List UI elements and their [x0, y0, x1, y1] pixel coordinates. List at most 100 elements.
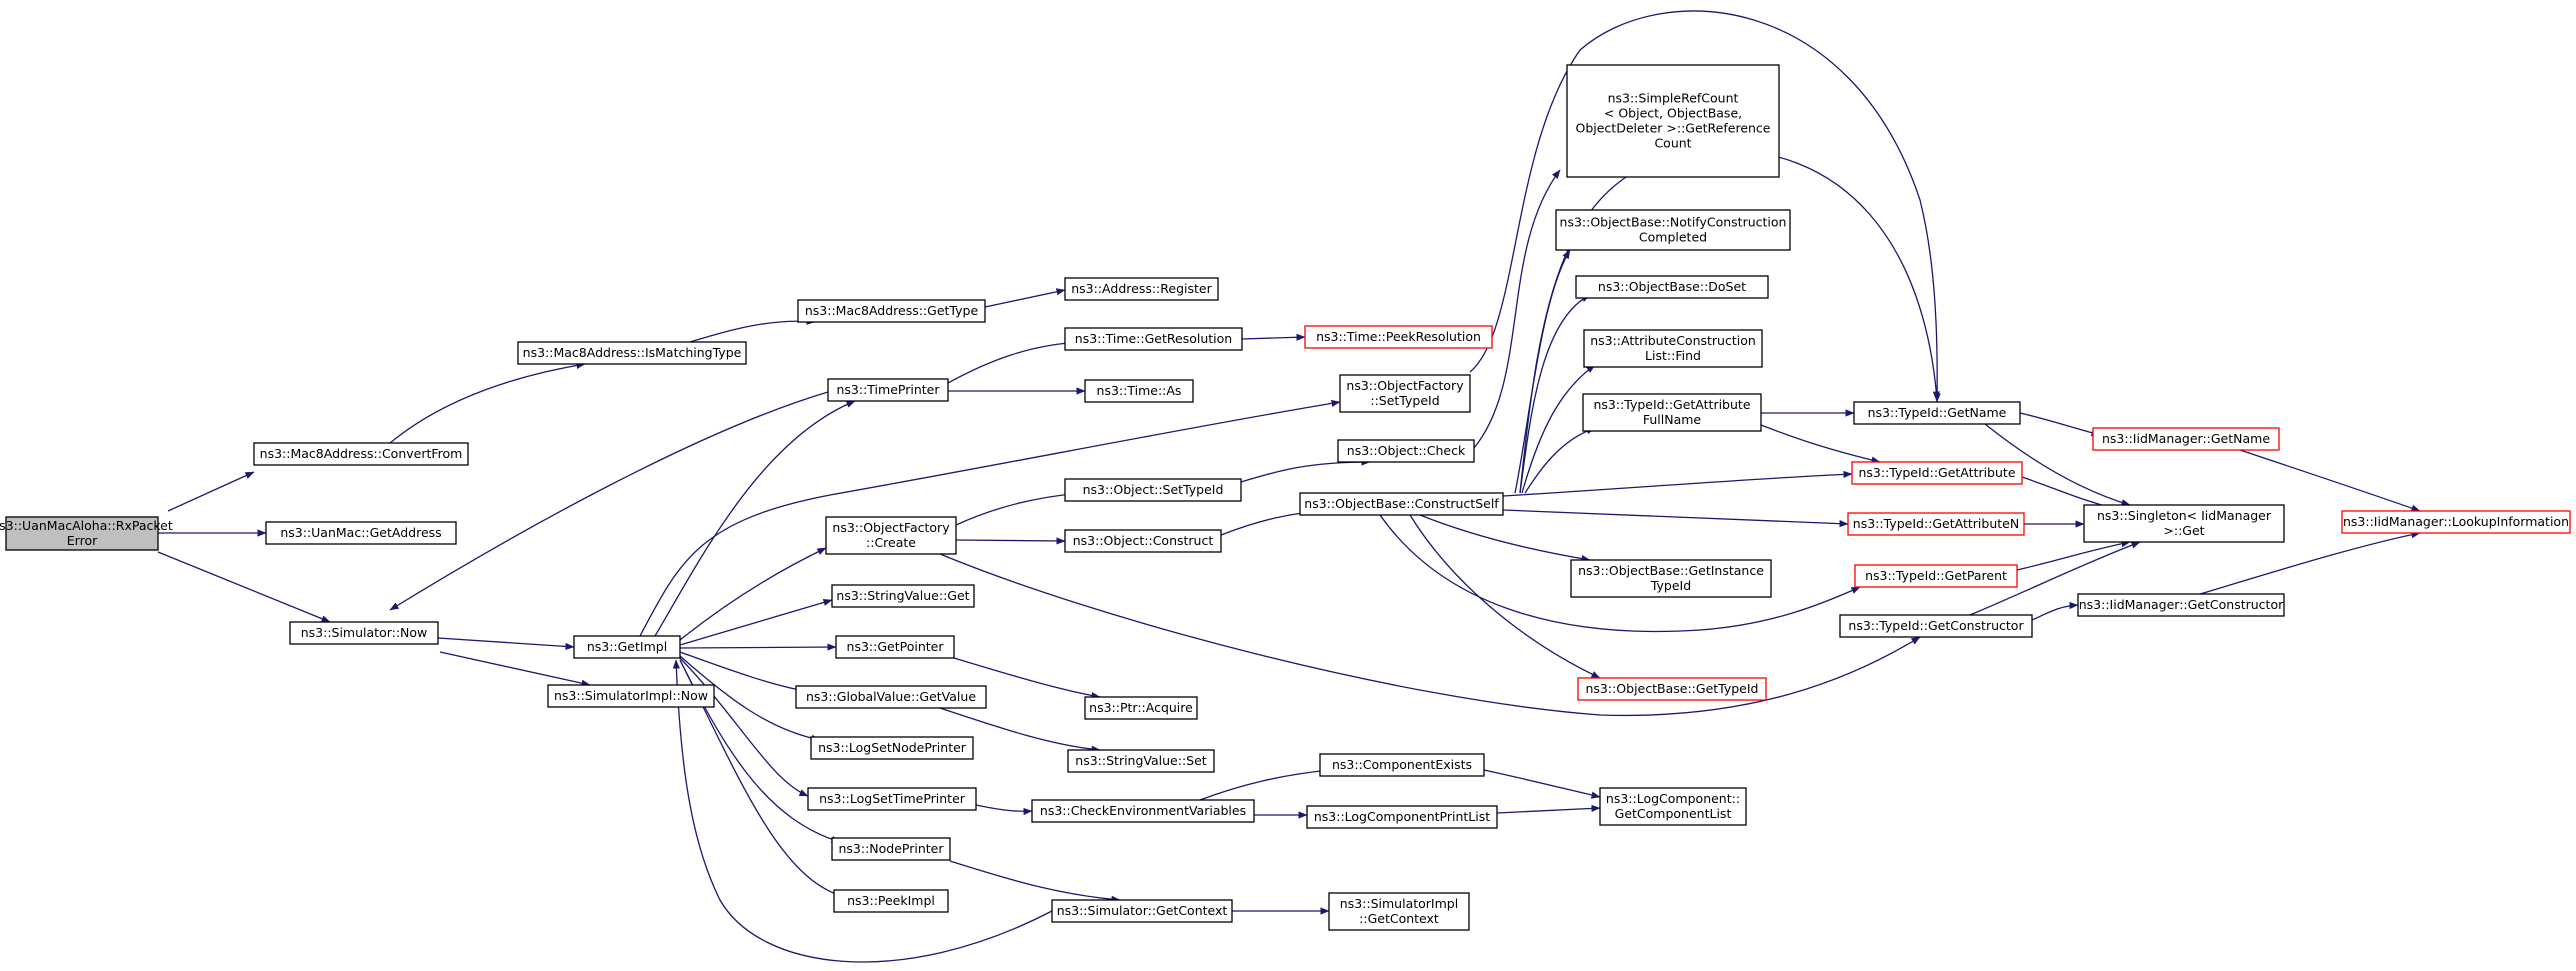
node-timeas[interactable]: ns3::Time::As — [1084, 379, 1194, 403]
node-lognodeprinter[interactable]: ns3::LogSetNodePrinter — [810, 736, 974, 760]
node-typeidgetconstructor[interactable]: ns3::TypeId::GetConstructor — [1839, 614, 2033, 638]
edge-getattrfullname-to-typeidgetattr — [1760, 424, 1881, 464]
node-label-line: ::SetTypeId — [1370, 393, 1439, 408]
node-constructself[interactable]: ns3::ObjectBase::ConstructSelf — [1299, 492, 1504, 516]
node-obgettypeid[interactable]: ns3::ObjectBase::GetTypeId — [1577, 677, 1767, 701]
edge-getpointer-to-ptracquire — [953, 657, 1101, 700]
node-iidgetconstructor[interactable]: ns3::IidManager::GetConstructor — [2077, 593, 2285, 617]
node-stringvalueset[interactable]: ns3::StringValue::Set — [1067, 749, 1215, 773]
node-simplerefcount[interactable]: ns3::SimpleRefCount< Object, ObjectBase,… — [1566, 64, 1780, 178]
node-peekimpl[interactable]: ns3::PeekImpl — [833, 889, 949, 913]
node-box — [831, 584, 975, 608]
node-box — [1031, 799, 1255, 823]
node-typeidgetname[interactable]: ns3::TypeId::GetName — [1853, 401, 2021, 425]
node-box — [1337, 439, 1475, 463]
edge-ismatching-to-mac8gettype — [689, 317, 816, 343]
node-globalvalue[interactable]: ns3::GlobalValue::GetValue — [795, 685, 987, 709]
node-label-line: ns3::Object::Construct — [1073, 533, 1214, 548]
node-simimplgetcontext[interactable]: ns3::SimulatorImpl::GetContext — [1328, 892, 1470, 931]
node-singletonget[interactable]: ns3::Singleton< IidManager>::Get — [2083, 504, 2285, 543]
node-label-line: Completed — [1639, 230, 1707, 245]
node-peekresolution[interactable]: ns3::Time::PeekResolution — [1304, 325, 1493, 349]
node-label-line: ns3::ObjectBase::GetInstance — [1578, 563, 1764, 578]
node-objsettypeid[interactable]: ns3::Object::SetTypeId — [1064, 478, 1242, 502]
node-label-line: ::Create — [866, 535, 916, 550]
node-typeidgetattr[interactable]: ns3::TypeId::GetAttribute — [1851, 461, 2023, 485]
node-stringvalueget[interactable]: ns3::StringValue::Get — [831, 584, 975, 608]
node-label-line: ns3::LogComponentPrintList — [1314, 809, 1490, 824]
node-box — [1064, 277, 1219, 301]
node-getimpl[interactable]: ns3::GetImpl — [573, 635, 681, 659]
edge-getimpl-to-logtimeprinter — [679, 657, 809, 797]
node-box — [517, 341, 747, 365]
node-label-line: ns3::Time::GetResolution — [1075, 331, 1232, 346]
node-box — [1339, 374, 1471, 413]
node-simimplnow[interactable]: ns3::SimulatorImpl::Now — [547, 684, 715, 708]
node-ismatching[interactable]: ns3::Mac8Address::IsMatchingType — [517, 341, 747, 365]
edge-ofcreate-to-typeidgetconstructor — [939, 553, 1921, 717]
node-ptracquire[interactable]: ns3::Ptr::Acquire — [1084, 696, 1198, 720]
node-box — [1304, 325, 1493, 349]
node-ofcreate[interactable]: ns3::ObjectFactory::Create — [825, 516, 957, 555]
node-logtimeprinter[interactable]: ns3::LogSetTimePrinter — [807, 787, 977, 811]
node-box — [1319, 753, 1485, 777]
node-box — [1570, 559, 1772, 598]
node-label-line: ns3::ObjectFactory — [832, 520, 950, 535]
edge-constructself-to-getinstancetypeid — [1419, 514, 1591, 563]
node-objcheck[interactable]: ns3::Object::Check — [1337, 439, 1475, 463]
node-box — [827, 378, 949, 402]
node-getresolution[interactable]: ns3::Time::GetResolution — [1064, 327, 1243, 351]
edge-objsettypeid-to-objcheck — [1240, 458, 1371, 483]
edge-getresolution-to-peekresolution — [1241, 333, 1306, 341]
edge-simnow-to-getimpl — [437, 637, 575, 651]
node-typeidgetattrn[interactable]: ns3::TypeId::GetAttributeN — [1847, 512, 2025, 536]
node-simnow[interactable]: ns3::Simulator::Now — [289, 621, 439, 645]
edge-simnow-to-simimplnow — [439, 651, 591, 687]
node-label-line: ns3::TypeId::GetAttributeN — [1853, 516, 2019, 531]
node-label-line: ::GetContext — [1359, 911, 1439, 926]
node-addrregister[interactable]: ns3::Address::Register — [1064, 277, 1219, 301]
node-iidgetname[interactable]: ns3::IidManager::GetName — [2092, 427, 2280, 451]
node-checkenv[interactable]: ns3::CheckEnvironmentVariables — [1031, 799, 1255, 823]
node-iidlookup[interactable]: ns3::IidManager::LookupInformation — [2341, 510, 2571, 534]
node-box — [1575, 275, 1769, 299]
node-convertfrom[interactable]: ns3::Mac8Address::ConvertFrom — [253, 442, 469, 466]
edge-globalvalue-to-stringvalueset — [939, 707, 1101, 753]
edge-constructself-to-obgettypeid — [1409, 514, 1601, 679]
node-label-line: TypeId — [1650, 578, 1691, 593]
node-doset[interactable]: ns3::ObjectBase::DoSet — [1575, 275, 1769, 299]
edge-logtimeprinter-to-checkenv — [975, 804, 1033, 816]
edge-getimpl-to-getpointer — [679, 643, 837, 651]
node-getpointer[interactable]: ns3::GetPointer — [835, 635, 955, 659]
node-label-line: ns3::Simulator::GetContext — [1057, 903, 1228, 918]
node-ofsettypeid[interactable]: ns3::ObjectFactory::SetTypeId — [1339, 374, 1471, 413]
node-box — [1064, 529, 1222, 553]
node-timeprinter[interactable]: ns3::TimePrinter — [827, 378, 949, 402]
node-mac8gettype[interactable]: ns3::Mac8Address::GetType — [797, 299, 986, 323]
node-label-line: ns3::UanMac::GetAddress — [280, 525, 441, 540]
node-uanmacgetaddr[interactable]: ns3::UanMac::GetAddress — [265, 521, 457, 545]
node-simgetcontext[interactable]: ns3::Simulator::GetContext — [1051, 899, 1233, 923]
node-compexists[interactable]: ns3::ComponentExists — [1319, 753, 1485, 777]
node-notifyconstruction[interactable]: ns3::ObjectBase::NotifyConstructionCompl… — [1555, 209, 1791, 251]
edge-checkenv-to-compexists — [1199, 767, 1331, 801]
node-label-line: ns3::Object::SetTypeId — [1083, 482, 1224, 497]
node-box — [5, 516, 159, 551]
node-label-line: ns3::Time::PeekResolution — [1316, 329, 1481, 344]
node-box — [1851, 461, 2023, 485]
node-label-line: ns3::StringValue::Get — [836, 588, 969, 603]
node-box — [547, 684, 715, 708]
node-logcomplist[interactable]: ns3::LogComponent::GetComponentList — [1599, 787, 1747, 826]
node-box — [1299, 492, 1504, 516]
node-nodeprinter[interactable]: ns3::NodePrinter — [831, 837, 951, 861]
node-box — [1064, 327, 1243, 351]
node-label-line: ns3::ObjectBase::DoSet — [1598, 279, 1746, 294]
node-objconstruct[interactable]: ns3::Object::Construct — [1064, 529, 1222, 553]
node-typeidgetparent[interactable]: ns3::TypeId::GetParent — [1854, 564, 2018, 588]
node-logcompprint[interactable]: ns3::LogComponentPrintList — [1306, 805, 1498, 829]
node-box — [810, 736, 974, 760]
